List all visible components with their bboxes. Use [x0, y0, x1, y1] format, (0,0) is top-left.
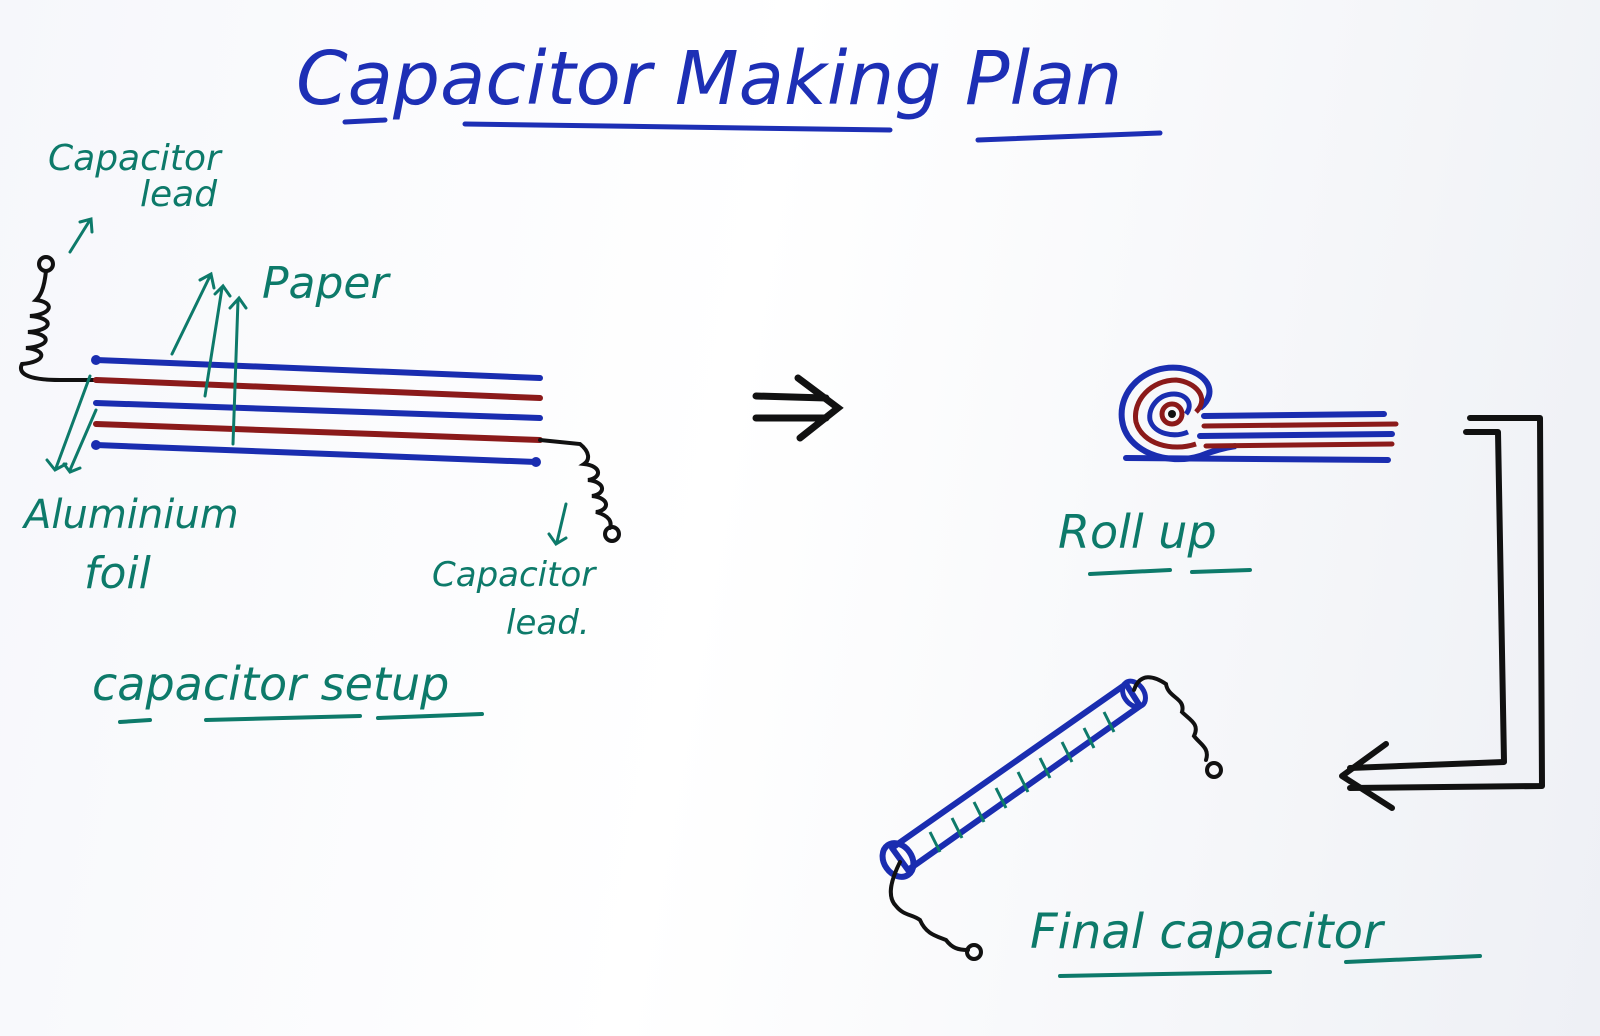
lead-top-arrow — [68, 217, 94, 254]
paper-label: Paper — [262, 258, 391, 309]
foil-layer-1 — [93, 357, 543, 381]
lead-bottom-label-line1: Capacitor — [432, 555, 597, 595]
foil-layer-2 — [93, 400, 543, 421]
foil-paper-stack — [91, 355, 543, 467]
paper-arrow-3 — [228, 295, 248, 446]
label-arrows — [45, 217, 568, 547]
lead-top-label-line1: Capacitor — [48, 138, 223, 179]
foil-arrow-2 — [62, 408, 98, 474]
foil-label-line2: foil — [84, 548, 152, 599]
paper-layer-1 — [93, 377, 543, 401]
paper-arrow-1 — [170, 271, 216, 356]
foil-layer-3 — [93, 442, 539, 465]
title-underline-2 — [462, 121, 893, 133]
title-underline-1 — [342, 117, 388, 125]
title-group: Capacitor Making Plan — [296, 36, 1163, 143]
rollup-caption: Roll up — [1058, 505, 1217, 559]
paper-layer-2 — [93, 421, 543, 443]
page-title: Capacitor Making Plan — [296, 36, 1122, 122]
paper-arrow-2 — [203, 283, 232, 398]
lead-top-label-line2: lead — [140, 174, 218, 215]
foil-label-line1: Aluminium — [21, 492, 239, 538]
setup-caption: capacitor setup — [92, 657, 449, 711]
foil-arrow-1 — [45, 374, 92, 472]
bottom-lead-wire — [538, 438, 621, 543]
lead-bottom-label-line2: lead. — [506, 603, 590, 643]
cylinder-hatching — [928, 711, 1116, 853]
capacitor-setup-diagram: Capacitor lead Paper Aluminium foil Capa… — [19, 138, 621, 724]
bent-arrow — [1339, 415, 1545, 811]
final-caption: Final capacitor — [1030, 904, 1386, 960]
implies-arrow — [752, 374, 844, 442]
title-underline-3 — [975, 130, 1163, 143]
top-lead-wire — [19, 255, 97, 382]
roll-up-diagram: Roll up — [1058, 364, 1399, 576]
final-capacitor-diagram: Final capacitor — [879, 675, 1482, 978]
lead-bottom-arrow — [547, 502, 568, 547]
